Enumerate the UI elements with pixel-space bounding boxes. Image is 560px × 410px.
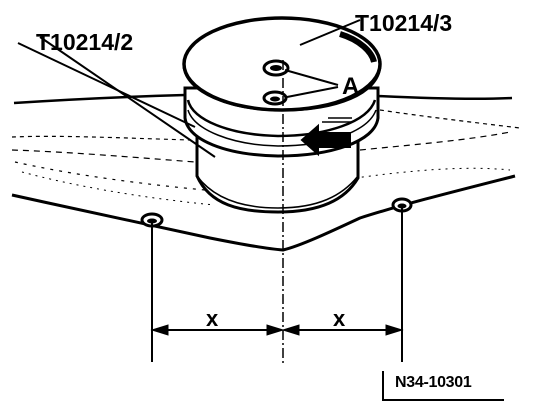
panel-contour-lines [11, 93, 521, 206]
direction-arrow-icon [300, 123, 351, 157]
leader-lines [17, 19, 361, 158]
figure-reference-frame [382, 371, 504, 401]
label-t10214-2: T10214/2 [36, 29, 133, 55]
label-distance-right: x [333, 306, 346, 331]
label-t10214-3: T10214/3 [355, 10, 452, 36]
figure-reference: N34-10301 [395, 374, 472, 391]
dimension-right [281, 324, 404, 336]
label-distance-left: x [206, 306, 219, 331]
label-a: A [342, 73, 359, 100]
arrow-hatching [322, 117, 352, 123]
dimension-left [150, 324, 285, 336]
tool-top-disc [182, 16, 382, 112]
